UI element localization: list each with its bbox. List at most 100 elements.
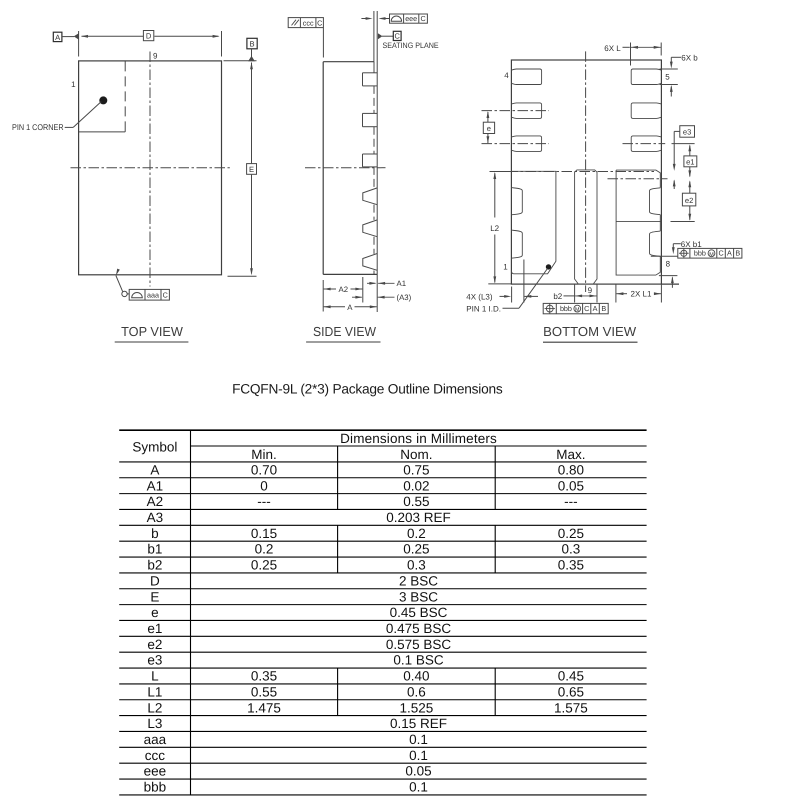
svg-text:SIDE VIEW: SIDE VIEW [313,324,377,339]
svg-text:A2: A2 [147,494,164,509]
svg-text:b2: b2 [553,292,562,301]
svg-text:PIN 1 I.D.: PIN 1 I.D. [466,305,501,314]
svg-text:b: b [151,526,159,541]
svg-text:e: e [151,605,159,620]
svg-text:A1: A1 [397,279,407,288]
svg-text:0.65: 0.65 [558,684,584,699]
svg-text:2X L1: 2X L1 [631,290,652,299]
svg-text:0.25: 0.25 [558,526,584,541]
svg-text:3 BSC: 3 BSC [399,589,438,604]
svg-text:4X (L3): 4X (L3) [466,292,493,301]
svg-text:bbb: bbb [694,249,706,258]
svg-text:0.45: 0.45 [558,669,584,684]
svg-text:PIN 1 CORNER: PIN 1 CORNER [12,122,64,132]
svg-text:0.1 BSC: 0.1 BSC [393,653,444,668]
svg-text:0.05: 0.05 [405,764,431,779]
svg-text:0.203 REF: 0.203 REF [386,510,451,525]
svg-text:FCQFN-9L (2*3) Package Outline: FCQFN-9L (2*3) Package Outline Dimension… [232,381,503,396]
svg-text:b2: b2 [147,558,162,573]
svg-text:Min.: Min. [251,447,277,462]
svg-text:0.35: 0.35 [251,669,277,684]
svg-text:L3: L3 [147,716,162,731]
svg-text:eee: eee [144,764,167,779]
svg-text:C: C [718,249,723,258]
svg-text:E: E [150,589,159,604]
svg-text:0.3: 0.3 [562,542,581,557]
svg-text:0.15 REF: 0.15 REF [390,716,447,731]
svg-text:0.55: 0.55 [403,494,429,509]
svg-text:C: C [395,32,401,41]
svg-text:0.2: 0.2 [255,542,274,557]
svg-text:0.75: 0.75 [403,462,429,477]
svg-text:0.45 BSC: 0.45 BSC [390,605,448,620]
svg-text:0.6: 0.6 [407,684,426,699]
svg-text:B: B [601,304,606,313]
svg-text:D: D [146,32,152,41]
svg-text:L2: L2 [490,224,499,233]
svg-text:aaa: aaa [144,732,167,747]
svg-text:A: A [347,303,353,312]
svg-text:A: A [593,304,598,313]
svg-text:C: C [584,304,589,313]
svg-text:Max.: Max. [556,447,585,462]
svg-text:0.3: 0.3 [407,558,426,573]
svg-text:e3: e3 [147,653,162,668]
svg-text:e2: e2 [685,196,693,205]
svg-text:TOP VIEW: TOP VIEW [121,324,183,339]
svg-text:D: D [150,573,160,588]
svg-text:A: A [150,462,159,477]
svg-text:Dimensions in Millimeters: Dimensions in Millimeters [340,431,497,446]
svg-text:0.25: 0.25 [251,558,277,573]
svg-text:1: 1 [503,262,508,271]
svg-text:A: A [727,249,732,258]
svg-text:0.475 BSC: 0.475 BSC [386,621,452,636]
svg-text:0.35: 0.35 [558,558,584,573]
svg-text:---: --- [257,494,271,509]
svg-text:Symbol: Symbol [132,439,177,454]
svg-text:6X b1: 6X b1 [681,240,702,249]
svg-text:6X b: 6X b [681,54,698,63]
svg-text:M: M [709,252,714,258]
svg-text:e3: e3 [683,128,691,137]
svg-text:0.15: 0.15 [251,526,277,541]
svg-text:5: 5 [665,73,670,82]
svg-text:0.80: 0.80 [558,462,584,477]
svg-text:C: C [163,291,168,300]
svg-text:0.55: 0.55 [251,684,277,699]
svg-text:A2: A2 [339,285,349,294]
svg-text:E: E [249,165,254,174]
svg-text:0.2: 0.2 [407,526,426,541]
svg-text:bbb: bbb [144,780,167,795]
svg-text:0.40: 0.40 [403,669,429,684]
svg-text:b1: b1 [147,542,162,557]
svg-text:0.25: 0.25 [403,542,429,557]
svg-text:A1: A1 [147,478,164,493]
svg-text:e1: e1 [147,621,162,636]
svg-text:A: A [55,33,61,42]
svg-text:2 BSC: 2 BSC [399,573,438,588]
svg-text:1.525: 1.525 [400,700,434,715]
svg-text:9: 9 [588,286,593,295]
svg-text:1.475: 1.475 [247,700,281,715]
svg-text:0.1: 0.1 [409,780,428,795]
svg-text:e2: e2 [147,637,162,652]
svg-text:bbb: bbb [560,304,572,313]
svg-text:0.575 BSC: 0.575 BSC [386,637,452,652]
svg-text:e1: e1 [686,158,694,167]
svg-text:e: e [487,124,491,133]
svg-text:B: B [249,40,254,49]
svg-text:ccc: ccc [145,748,166,763]
svg-text:C: C [317,18,322,27]
svg-text:0.02: 0.02 [403,478,429,493]
svg-text:BOTTOM VIEW: BOTTOM VIEW [543,324,637,339]
svg-text:0.1: 0.1 [409,748,428,763]
svg-text:---: --- [564,494,578,509]
svg-text:C: C [420,14,425,23]
svg-text:0: 0 [260,478,268,493]
svg-text:B: B [735,249,740,258]
svg-text:Nom.: Nom. [400,447,432,462]
svg-text:L2: L2 [147,700,162,715]
svg-text:SEATING PLANE: SEATING PLANE [383,41,439,50]
svg-text:6X L: 6X L [604,44,621,53]
svg-text:0.70: 0.70 [251,462,277,477]
